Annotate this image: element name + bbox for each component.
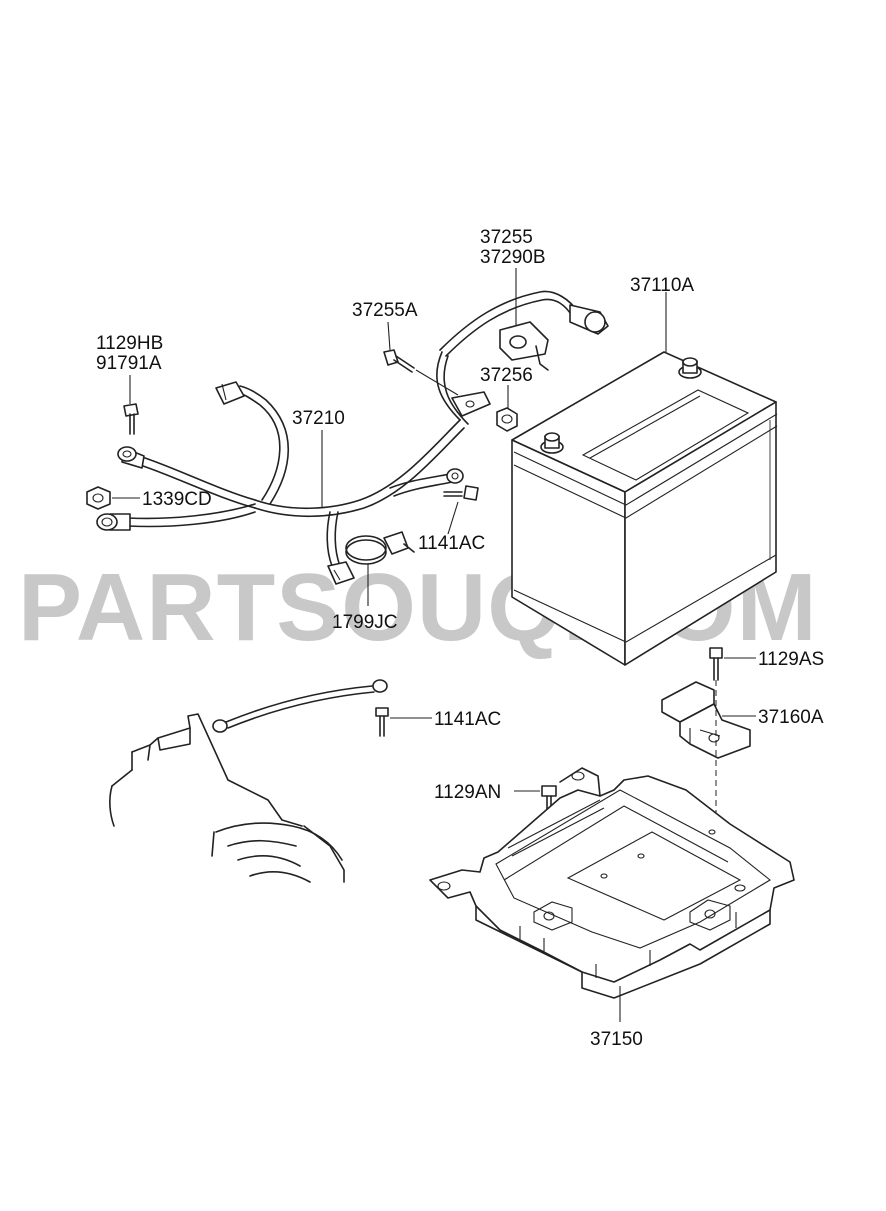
label-clamp-37160a: 37160A [758, 707, 824, 728]
label-positive-cable-37255: 37255 [480, 227, 533, 248]
clamp-1799jc[interactable] [345, 531, 415, 565]
label-bolt-1129hb: 1129HB [96, 333, 163, 354]
nut-37256[interactable] [496, 407, 518, 432]
bolt-1129as[interactable] [709, 647, 723, 681]
ground-strap[interactable] [212, 679, 388, 733]
label-battery: 37110A [630, 275, 694, 296]
label-bolt-1141ac-top: 1141AC [418, 533, 485, 554]
label-bolt-1129as: 1129AS [758, 649, 824, 670]
vehicle-body-panel [109, 713, 345, 883]
battery-tray-37150[interactable] [429, 767, 795, 999]
label-tray-37150: 37150 [590, 1029, 643, 1050]
label-clamp-1799jc: 1799JC [332, 612, 398, 633]
bolt-1141ac-top[interactable] [443, 485, 479, 501]
label-wiring-37210: 37210 [292, 408, 345, 429]
battery-37110a[interactable] [511, 351, 778, 666]
bolt-1129hb[interactable] [123, 403, 139, 435]
label-bolt-91791a: 91791A [96, 353, 162, 374]
label-positive-cable-37290b: 37290B [480, 247, 546, 268]
label-bolt-37255a: 37255A [352, 300, 418, 321]
positive-cable-37255[interactable] [439, 290, 609, 371]
label-bolt-1129an: 1129AN [434, 782, 501, 803]
battery-clamp-37160a[interactable] [661, 681, 751, 759]
label-nut-1339cd: 1339CD [142, 489, 212, 510]
label-nut-37256: 37256 [480, 365, 533, 386]
bolt-37255a[interactable] [383, 349, 415, 373]
label-bolt-1141ac-bottom: 1141AC [434, 709, 501, 730]
nut-1339cd[interactable] [86, 486, 111, 510]
bolt-1141ac-bottom[interactable] [375, 707, 389, 737]
battery-wiring-37210[interactable] [96, 351, 491, 585]
